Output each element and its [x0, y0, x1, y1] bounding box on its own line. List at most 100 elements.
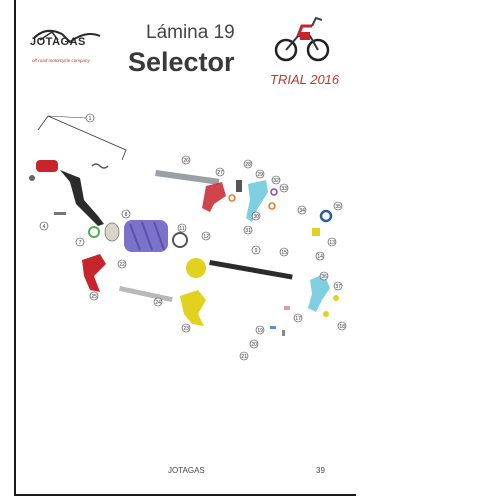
- cyan-fork: [308, 274, 330, 312]
- ring-part: [172, 232, 188, 248]
- callout-24: 24: [153, 297, 163, 307]
- callout-32: 32: [271, 175, 281, 185]
- svg-text:4: 4: [43, 224, 46, 230]
- callout-33: 33: [279, 183, 289, 193]
- bolt-29: [236, 180, 242, 192]
- gear-lever: [60, 170, 104, 226]
- orange-washer: [228, 194, 236, 202]
- shift-fork-yellow: [180, 290, 206, 326]
- callout-35: 35: [333, 201, 343, 211]
- brand-tagline: off road motorcycle company: [32, 58, 90, 63]
- svg-text:34: 34: [299, 208, 305, 214]
- page-border-bottom: [14, 494, 356, 496]
- callout-27: 27: [215, 167, 225, 177]
- svg-text:1: 1: [89, 116, 92, 122]
- yellow-bush: [312, 228, 320, 236]
- plate-number: Lámina 19: [146, 22, 235, 43]
- callout-29: 29: [255, 169, 265, 179]
- svg-text:28: 28: [245, 162, 251, 168]
- star-wheel: [186, 258, 206, 278]
- brand-name: JOTAGAS: [30, 36, 86, 48]
- callout-11: 11: [177, 223, 187, 233]
- svg-text:37: 37: [335, 284, 341, 290]
- svg-text:7: 7: [79, 240, 82, 246]
- svg-text:14: 14: [317, 254, 323, 260]
- cyan-plate: [246, 180, 268, 222]
- callout-7: 7: [75, 237, 85, 247]
- callout-23: 23: [181, 323, 191, 333]
- svg-text:32: 32: [273, 178, 279, 184]
- svg-text:26: 26: [183, 158, 189, 164]
- svg-text:31: 31: [245, 228, 251, 234]
- svg-text:24: 24: [155, 300, 161, 306]
- svg-text:22: 22: [119, 262, 125, 268]
- callout-30: 30: [251, 211, 261, 221]
- washer-part: [88, 226, 100, 238]
- selector-drum: [124, 220, 168, 252]
- callout-37: 37: [333, 281, 343, 291]
- selector-link: [202, 182, 226, 212]
- callout-labels: 1 4 7 8 9 11 12 13 14 15 17 18 19 20 21 …: [39, 113, 347, 361]
- svg-text:20: 20: [251, 342, 257, 348]
- svg-text:12: 12: [203, 234, 209, 240]
- yellow-cap-2: [323, 311, 329, 317]
- svg-text:36: 36: [321, 274, 327, 280]
- callout-25: 25: [89, 291, 99, 301]
- yellow-cap: [333, 295, 339, 301]
- model-label: TRIAL 2016: [270, 72, 340, 87]
- black-shaft: [209, 260, 293, 280]
- callout-13: 13: [327, 237, 337, 247]
- svg-text:23: 23: [183, 326, 189, 332]
- small-pin: [282, 330, 285, 336]
- page-border-left: [14, 0, 16, 496]
- callout-28: 28: [243, 159, 253, 169]
- callout-17: 17: [293, 313, 303, 323]
- bolt-part: [54, 212, 66, 215]
- callout-34: 34: [297, 205, 307, 215]
- svg-text:8: 8: [125, 212, 128, 218]
- svg-text:9: 9: [255, 248, 258, 254]
- svg-text:18: 18: [339, 324, 345, 330]
- orange-ring: [268, 202, 276, 210]
- callout-1: 1: [85, 113, 95, 123]
- callout-18: 18: [337, 321, 347, 331]
- svg-text:27: 27: [217, 170, 223, 176]
- blue-washer: [319, 209, 333, 223]
- purple-washer: [270, 188, 278, 196]
- callout-4: 4: [39, 221, 49, 231]
- page-title: Selector: [128, 47, 235, 77]
- callout-21: 21: [239, 351, 249, 361]
- shift-fork-red: [82, 254, 106, 292]
- callout-19: 19: [255, 325, 265, 335]
- svg-text:17: 17: [295, 316, 301, 322]
- callout-20: 20: [249, 339, 259, 349]
- footer-brand: JOTAGAS: [168, 466, 205, 475]
- svg-text:35: 35: [335, 204, 341, 210]
- callout-22: 22: [117, 259, 127, 269]
- svg-text:11: 11: [179, 226, 184, 232]
- motorcycle-icon: [274, 16, 330, 62]
- svg-text:19: 19: [257, 328, 263, 334]
- callout-14: 14: [315, 251, 325, 261]
- spring: [91, 163, 109, 169]
- blue-pin: [270, 326, 276, 329]
- selector-exploded-diagram: 1 4 7 8 9 11 12 13 14 15 17 18 19 20 21 …: [29, 113, 347, 361]
- svg-text:30: 30: [253, 214, 259, 220]
- svg-text:29: 29: [257, 172, 263, 178]
- selector-shaft: [155, 170, 220, 185]
- callout-26: 26: [181, 155, 191, 165]
- bushing-part: [104, 222, 120, 242]
- svg-text:25: 25: [91, 294, 97, 300]
- jotagas-logo-icon: [33, 29, 101, 44]
- pedal-tip: [29, 160, 58, 181]
- callout-15: 15: [279, 247, 289, 257]
- callout-9: 9: [251, 245, 261, 255]
- svg-text:21: 21: [241, 354, 247, 360]
- svg-text:33: 33: [281, 186, 287, 192]
- callout-31: 31: [243, 225, 253, 235]
- callout-12: 12: [201, 231, 211, 241]
- svg-text:13: 13: [329, 240, 335, 246]
- fork-shaft: [118, 285, 173, 303]
- pink-pin: [284, 306, 290, 310]
- callout-8: 8: [121, 209, 131, 219]
